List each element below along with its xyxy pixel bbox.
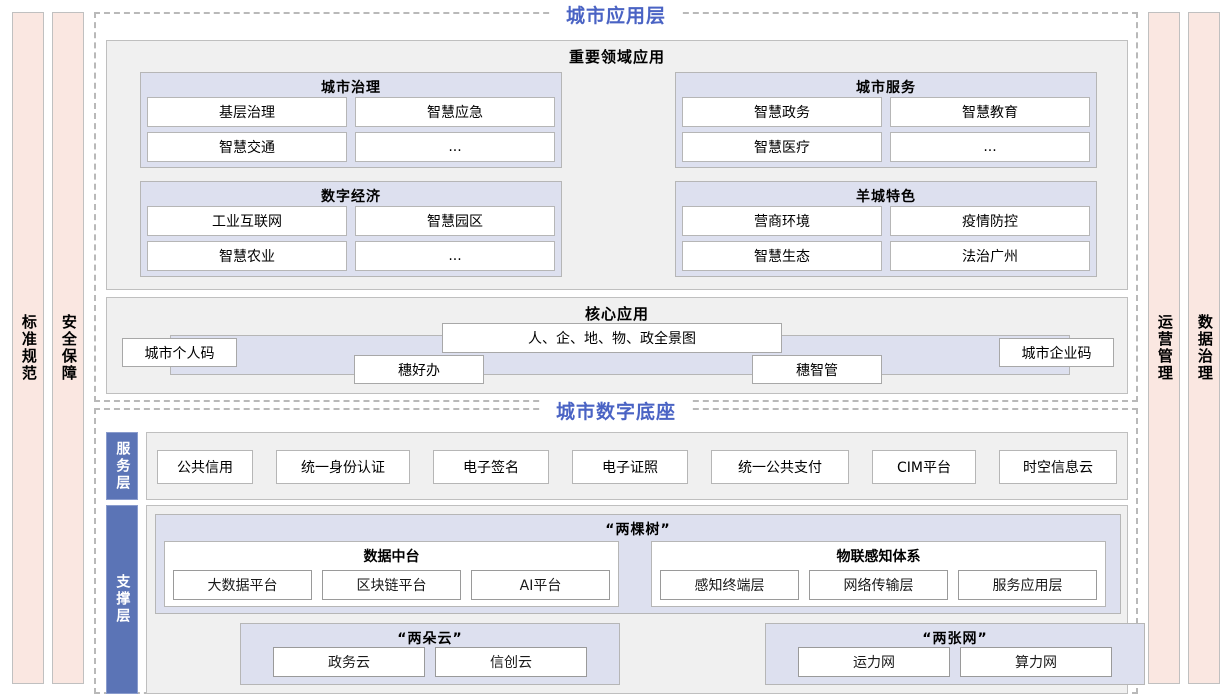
tab-service-layer-label: 服务层	[114, 440, 131, 492]
group-guangzhou-features-title: 羊城特色	[856, 189, 916, 205]
support-item[interactable]: AI平台	[471, 570, 610, 600]
service-item[interactable]: 公共信用	[157, 450, 253, 484]
group-digital-economy-title: 数字经济	[321, 189, 381, 205]
city-digital-base-layer: 城市数字底座 服务层 公共信用 统一身份认证 电子签名 电子证照 统一公共支付 …	[94, 397, 1145, 694]
core-chip-sui-zhiguan[interactable]: 穗智管	[752, 355, 882, 384]
support-item[interactable]: 网络传输层	[809, 570, 948, 600]
subgroup-data-midplatform: 数据中台 大数据平台 区块链平台 AI平台	[164, 541, 619, 607]
pillar-data-governance-label: 数据治理	[1195, 314, 1214, 382]
support-item[interactable]: 区块链平台	[322, 570, 461, 600]
app-cell[interactable]: 智慧医疗	[682, 132, 882, 162]
app-cell[interactable]: 智慧交通	[147, 132, 347, 162]
group-two-trees: “两棵树” 数据中台 大数据平台 区块链平台 AI平台 物联感知体系 感知终端层…	[155, 514, 1121, 614]
cloud-item[interactable]: 信创云	[435, 647, 587, 677]
pillar-operations-label: 运营管理	[1155, 314, 1174, 382]
city-digital-base-title: 城市数字底座	[541, 397, 691, 424]
cloud-item[interactable]: 政务云	[273, 647, 425, 677]
app-cell[interactable]: 疫情防控	[890, 206, 1090, 236]
group-two-networks-title: “两张网”	[922, 631, 988, 647]
core-chip-personal-code[interactable]: 城市个人码	[122, 338, 237, 367]
tab-support-layer-label: 支撑层	[114, 574, 131, 625]
pillar-security-label: 安全保障	[59, 314, 78, 382]
subgroup-data-midplatform-title: 数据中台	[363, 549, 420, 565]
subgroup-iot-sensing-title: 物联感知体系	[836, 549, 921, 565]
support-item[interactable]: 服务应用层	[958, 570, 1097, 600]
pillar-security: 安全保障	[52, 12, 84, 684]
app-cell[interactable]: 智慧农业	[147, 241, 347, 271]
app-cell[interactable]: ...	[355, 132, 555, 162]
service-layer-items: 公共信用 统一身份认证 电子签名 电子证照 统一公共支付 CIM平台 时空信息云	[157, 450, 1117, 484]
group-city-services: 城市服务 智慧政务 智慧教育 智慧医疗 ...	[675, 72, 1097, 168]
service-layer-panel: 公共信用 统一身份认证 电子签名 电子证照 统一公共支付 CIM平台 时空信息云	[146, 432, 1128, 500]
core-chip-sui-haoban[interactable]: 穗好办	[354, 355, 484, 384]
app-cell[interactable]: 智慧应急	[355, 97, 555, 127]
group-city-governance-title: 城市治理	[321, 80, 381, 96]
network-item[interactable]: 算力网	[960, 647, 1112, 677]
service-item[interactable]: CIM平台	[872, 450, 976, 484]
city-application-layer: 城市应用层 重要领域应用 城市治理 基层治理 智慧应急 智慧交通 ... 城市服…	[94, 1, 1138, 402]
core-chip-panorama[interactable]: 人、企、地、物、政全景图	[442, 323, 782, 353]
app-cell[interactable]: ...	[890, 132, 1090, 162]
service-item[interactable]: 电子签名	[433, 450, 549, 484]
pillar-data-governance: 数据治理	[1188, 12, 1220, 684]
app-cell[interactable]: 营商环境	[682, 206, 882, 236]
group-two-clouds-title: “两朵云”	[397, 631, 463, 647]
group-guangzhou-features: 羊城特色 营商环境 疫情防控 智慧生态 法治广州	[675, 181, 1097, 277]
group-two-trees-title: “两棵树”	[605, 522, 671, 538]
group-digital-economy: 数字经济 工业互联网 智慧园区 智慧农业 ...	[140, 181, 562, 277]
tab-service-layer[interactable]: 服务层	[106, 432, 138, 500]
app-cell[interactable]: 工业互联网	[147, 206, 347, 236]
app-cell[interactable]: 基层治理	[147, 97, 347, 127]
support-layer-panel: “两棵树” 数据中台 大数据平台 区块链平台 AI平台 物联感知体系 感知终端层…	[146, 505, 1145, 694]
support-item[interactable]: 大数据平台	[173, 570, 312, 600]
app-cell[interactable]: 智慧政务	[682, 97, 882, 127]
subgroup-iot-sensing: 物联感知体系 感知终端层 网络传输层 服务应用层	[651, 541, 1106, 607]
app-cell[interactable]: ...	[355, 241, 555, 271]
pillar-operations: 运营管理	[1148, 12, 1180, 684]
tab-support-layer[interactable]: 支撑层	[106, 505, 138, 694]
app-cell[interactable]: 法治广州	[890, 241, 1090, 271]
city-application-layer-title: 城市应用层	[551, 1, 681, 28]
app-cell[interactable]: 智慧生态	[682, 241, 882, 271]
app-cell[interactable]: 智慧园区	[355, 206, 555, 236]
core-applications-title: 核心应用	[584, 305, 649, 323]
service-item[interactable]: 时空信息云	[999, 450, 1117, 484]
support-item[interactable]: 感知终端层	[660, 570, 799, 600]
app-cell[interactable]: 智慧教育	[890, 97, 1090, 127]
key-domain-applications-title: 重要领域应用	[568, 48, 665, 66]
group-city-services-title: 城市服务	[856, 80, 916, 96]
group-two-clouds: “两朵云” 政务云 信创云	[240, 623, 620, 685]
service-item[interactable]: 统一公共支付	[711, 450, 849, 484]
group-two-networks: “两张网” 运力网 算力网	[765, 623, 1145, 685]
core-applications-panel: 核心应用 人、企、地、物、政全景图 城市个人码 穗好办 穗智管 城市企业码	[106, 297, 1128, 394]
service-item[interactable]: 电子证照	[572, 450, 688, 484]
key-domain-applications-panel: 重要领域应用 城市治理 基层治理 智慧应急 智慧交通 ... 城市服务 智慧政务…	[106, 40, 1128, 290]
core-chip-enterprise-code[interactable]: 城市企业码	[999, 338, 1114, 367]
network-item[interactable]: 运力网	[798, 647, 950, 677]
group-city-governance: 城市治理 基层治理 智慧应急 智慧交通 ...	[140, 72, 562, 168]
pillar-standards-label: 标准规范	[19, 314, 38, 382]
pillar-standards: 标准规范	[12, 12, 44, 684]
service-item[interactable]: 统一身份认证	[276, 450, 410, 484]
